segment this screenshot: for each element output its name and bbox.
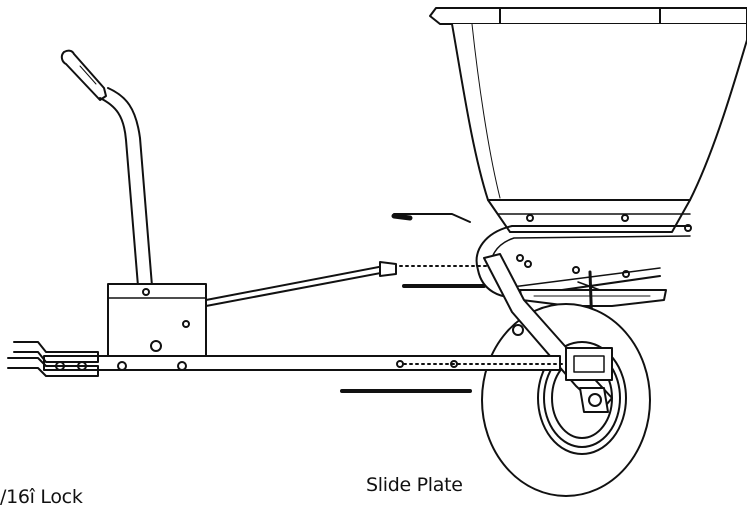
slide-plate-label: Slide Plate bbox=[366, 474, 463, 496]
wheel bbox=[481, 303, 651, 497]
hitch bbox=[7, 341, 99, 377]
wheel-fork bbox=[483, 253, 613, 413]
handle bbox=[60, 49, 153, 287]
control-box bbox=[107, 283, 207, 369]
lock-label: /16î Lock bbox=[0, 486, 83, 508]
control-rod bbox=[205, 261, 397, 307]
hopper bbox=[429, 7, 747, 233]
